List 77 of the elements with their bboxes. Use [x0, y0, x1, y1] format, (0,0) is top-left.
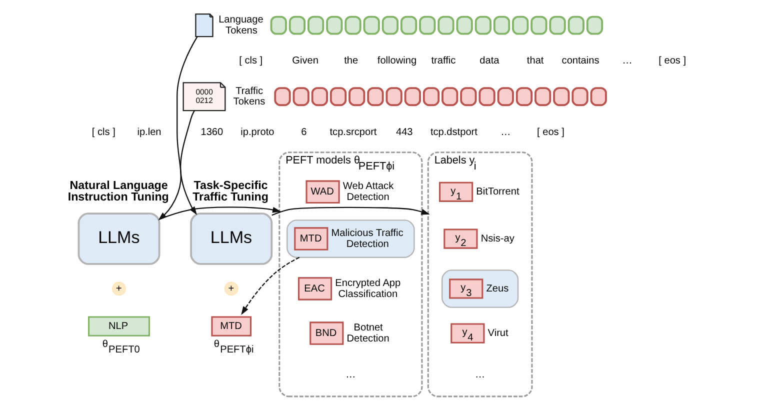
node-box [534, 87, 552, 106]
node-box [404, 87, 421, 106]
label: [ eos ] [537, 126, 564, 138]
label: [ eos ] [658, 56, 686, 67]
cluster [442, 270, 519, 308]
label: following [377, 56, 417, 67]
node-box [422, 87, 440, 106]
node-label: BitTorrent [476, 186, 520, 198]
node-box [586, 16, 604, 35]
node-box [516, 87, 533, 106]
node-box [311, 87, 328, 106]
label: 1360 [200, 126, 224, 138]
label: 443 [396, 126, 413, 138]
label: the [344, 56, 358, 67]
label: … [622, 56, 632, 67]
label: … [475, 369, 486, 380]
node-label: Malicious Traffic Detection [331, 228, 404, 250]
node-box [530, 16, 548, 35]
label: that [526, 56, 544, 67]
arrow [241, 256, 300, 315]
node-box [460, 87, 477, 106]
node-box [367, 87, 384, 106]
label: Given [292, 56, 318, 67]
node-box [590, 87, 607, 106]
node-label: Nsis-ay [480, 233, 514, 244]
node-box [307, 16, 324, 35]
node-box: LLMs [78, 212, 160, 265]
node-label: Language Tokens [218, 14, 264, 36]
node-box [442, 87, 458, 106]
label: tcp.srcport [330, 126, 377, 138]
node-box [568, 16, 584, 35]
label: tcp.dstport [430, 126, 478, 138]
node-label: Encrypted App Classification [335, 278, 401, 300]
node-label: Web Attack Detection [342, 181, 394, 203]
node-box [382, 16, 399, 35]
label: traffic [431, 56, 456, 67]
node-box [572, 87, 588, 106]
node-box [456, 16, 473, 35]
node-box [326, 16, 343, 35]
node-circle: + [224, 282, 238, 296]
node-box [512, 16, 529, 35]
node-box [549, 16, 566, 35]
label: ip.proto [240, 126, 274, 138]
node-box [274, 87, 291, 106]
node-box [292, 87, 310, 106]
label: 6 [301, 126, 307, 138]
label: [ cls ] [239, 56, 263, 67]
node-label: Virut [488, 328, 508, 339]
node-box [497, 87, 514, 106]
node-box: LLMs [190, 212, 273, 265]
label: [ cls ] [92, 126, 116, 138]
node-box [438, 16, 454, 35]
label: Natural Language Instruction Tuning [68, 178, 169, 204]
node-label: Botnet Detection [346, 322, 390, 344]
node-box [363, 16, 380, 35]
arrow [272, 206, 430, 216]
label: … [346, 369, 356, 380]
node-box [330, 87, 347, 106]
label: contains [562, 56, 600, 67]
label: Task-Specific Traffic Tuning [192, 178, 269, 204]
node-box [288, 16, 306, 35]
node-box [386, 87, 402, 106]
node-label: Traffic Tokens [233, 86, 266, 108]
node-box [493, 16, 510, 35]
label: … [500, 126, 511, 138]
node-box [270, 16, 287, 35]
label: data [480, 56, 500, 67]
label: ip.len [137, 126, 162, 138]
node-box [478, 87, 496, 106]
node-circle: + [112, 282, 126, 296]
node-box [400, 16, 418, 35]
node-box [474, 16, 492, 35]
node-box [553, 87, 570, 106]
node-label: Zeus [486, 283, 509, 294]
node-box [419, 16, 436, 35]
node-box [348, 87, 366, 106]
node-box [344, 16, 362, 35]
